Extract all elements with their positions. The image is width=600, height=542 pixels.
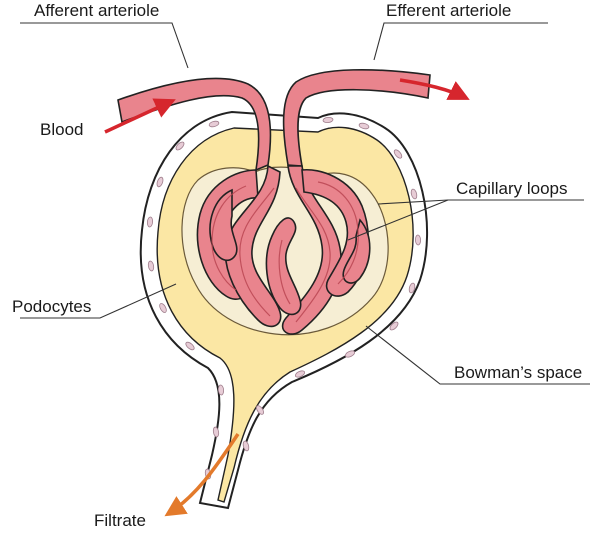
leader-efferent — [373, 22, 548, 61]
leader-bowmans — [365, 325, 590, 385]
label-efferent-arteriole: Efferent arteriole — [386, 1, 512, 20]
label-bowmans-space: Bowman’s space — [454, 363, 583, 382]
label-blood: Blood — [40, 120, 84, 139]
blood-inflow-arrow — [104, 98, 176, 134]
capillary-lumen-lines — [211, 181, 359, 323]
capillary-loops — [196, 164, 371, 335]
label-afferent-arteriole: Afferent arteriole — [34, 1, 160, 20]
leader-podocytes — [20, 283, 177, 319]
epithelial-cells — [146, 116, 422, 480]
leader-afferent — [20, 22, 189, 69]
label-capillary-loops: Capillary loops — [456, 179, 568, 198]
filtrate-arrow — [164, 433, 240, 517]
leader-capillary-b — [347, 199, 449, 241]
label-filtrate: Filtrate — [94, 511, 146, 530]
label-podocytes: Podocytes — [12, 297, 92, 316]
blood-outflow-arrow — [399, 78, 470, 100]
